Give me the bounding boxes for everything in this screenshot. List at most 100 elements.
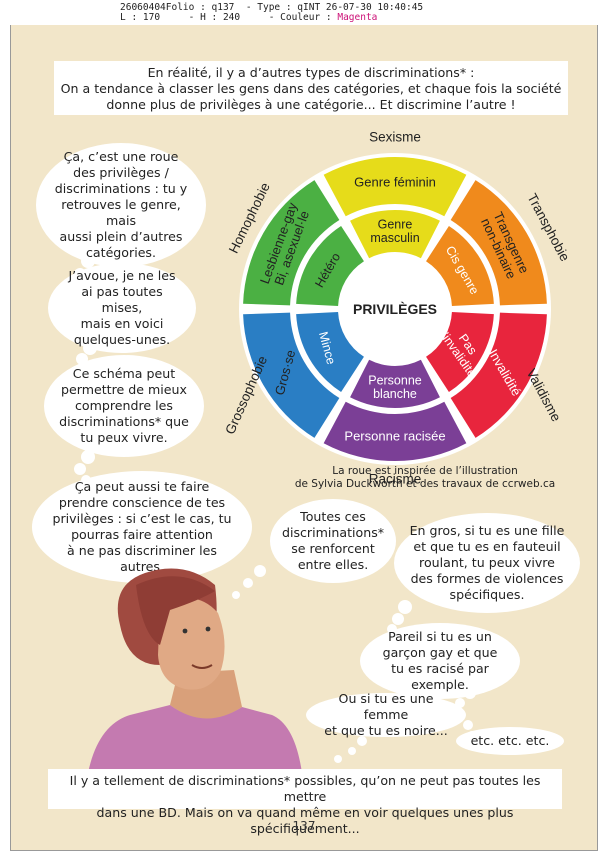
wheel-outer-segment-top-right [450, 180, 547, 306]
character-eye [182, 628, 188, 634]
wheel-outer-segment-bottom [323, 401, 467, 461]
crop-mark [10, 25, 11, 850]
wheel-credit: La roue est inspirée de l’illustration d… [280, 465, 570, 491]
bubble-line: etc. etc. etc. [470, 733, 550, 748]
discrimination-label-bottom: Racisme [369, 472, 422, 487]
comic-page: En réalité, il y a d’autres types de dis… [10, 25, 598, 850]
wheel-center [341, 255, 449, 363]
bubble-line: roulant, tu peux vivre [419, 555, 555, 570]
bubble-line: se renforcent [291, 541, 375, 556]
outer-ring-label-bottom: Personne racisée [344, 429, 445, 444]
credit-line: de Sylvia Duckworth et des travaux de cc… [294, 478, 556, 490]
speech-bubble-pareil: Pareil si tu es un garçon gay et que tu … [360, 623, 520, 699]
bubble-line: discriminations* que [59, 414, 189, 429]
outer-ring-label-top: Genre féminin [354, 175, 436, 190]
bubble-line: garçon gay et que [382, 645, 498, 660]
wheel-inner-segment-right [426, 311, 494, 393]
outer-ring-label-top-line: Genre féminin [354, 175, 436, 190]
wheel-inner-segment-top-left [296, 225, 364, 307]
bubble-line: mais en voici [80, 316, 164, 331]
speech-bubble-en-gros: En gros, si tu es une fille et que tu es… [394, 513, 580, 613]
bubble-line: J’avoue, je ne les [68, 268, 176, 283]
bubble-line: permettre de mieux [61, 382, 187, 397]
bubble-line: discriminations* [281, 525, 385, 540]
bubble-line: autres. [120, 559, 164, 574]
bubble-line: pourras faire attention [71, 527, 213, 542]
bubble-line: Ou si tu es une femme [338, 691, 434, 722]
crop-mark [10, 850, 598, 851]
wheel-inner-segment-top-right [426, 225, 494, 307]
bubble-line: Toutes ces [300, 509, 366, 524]
bubble-line: des privilèges / [73, 165, 169, 180]
discrimination-label-top-line: Sexisme [369, 130, 421, 145]
speech-bubble-femme: Ou si tu es une femme et que tu es noire… [306, 691, 466, 738]
character-mouth [191, 664, 213, 669]
wheel-center-label: PRIVILÈGES [353, 301, 437, 317]
wheel-inner-segment-top [350, 210, 440, 259]
bubble-line: prendre conscience de tes [58, 495, 226, 510]
wheel-outer-segment-left [243, 312, 340, 438]
print-header-line1: 26060404Folio : q137 - Type : qINT 26-07… [120, 2, 424, 13]
intro-caption-line: En réalité, il y a d’autres types de dis… [147, 65, 475, 80]
character-eye [205, 626, 211, 632]
inner-ring-label-top-line: Genre [378, 218, 413, 232]
bubble-line: et que tu es en fauteuil [413, 539, 561, 554]
wheel-inner-segment-bottom [350, 359, 440, 408]
bubble-line: privilèges : si c’est le cas, tu [52, 511, 232, 526]
bubble-line: En gros, si tu es une fille [409, 523, 565, 538]
character-hair-front [136, 576, 215, 645]
speech-bubble-avoue: J’avoue, je ne les ai pas toutes mises, … [48, 263, 196, 353]
intro-caption-line: donne plus de privilèges à une catégorie… [106, 97, 516, 112]
bubble-line: tu es racisé par [391, 661, 489, 676]
inner-ring-label-top-line: masculin [370, 231, 419, 245]
bubble-line: Ça peut aussi te faire [74, 479, 210, 494]
wheel-outer-segment-right [450, 312, 547, 438]
bottom-caption-line: dans une BD. Mais on va quand même en vo… [96, 805, 514, 836]
bubble-line: ai pas toutes mises, [81, 284, 163, 315]
intro-caption: En réalité, il y a d’autres types de dis… [54, 61, 568, 115]
speech-bubble-conscience: Ça peut aussi te faire prendre conscienc… [32, 471, 252, 583]
bubble-line: Ça, c’est une roue [63, 149, 179, 164]
discrimination-label-bottom-line: Racisme [369, 472, 422, 487]
crop-mark [597, 25, 598, 850]
print-header-line2: L : 170 - H : 240 - Couleur : Magenta [120, 13, 377, 23]
bubble-line: à ne pas discriminer les [67, 543, 217, 558]
bottom-caption: Il y a tellement de discriminations* pos… [48, 769, 562, 836]
speech-bubble-schema: Ce schéma peut permettre de mieux compre… [44, 355, 204, 457]
discrimination-label-top: Sexisme [369, 130, 421, 145]
print-header-line2-text: L : 170 - H : 240 - Couleur : [120, 12, 338, 23]
speech-bubble-etc: etc. etc. etc. [456, 727, 564, 755]
credit-line: La roue est inspirée de l’illustration [332, 465, 518, 477]
bubble-line: spécifiques. [449, 587, 525, 602]
wheel-outer-segment-top-left [243, 180, 340, 306]
intro-caption-line: On a tendance à classer les gens dans de… [60, 81, 562, 96]
bubble-line: catégories. [85, 245, 157, 260]
bubble-line: Pareil si tu es un [388, 629, 492, 644]
print-header: 26060404Folio : q137 - Type : qINT 26-07… [0, 0, 600, 24]
bubble-line: quelques-unes. [73, 332, 171, 347]
bubble-line: des formes de violences [410, 571, 564, 586]
bottom-caption-line: Il y a tellement de discriminations* pos… [69, 773, 541, 804]
page-number: 137 [292, 819, 316, 833]
bubble-line: tu peux vivre. [80, 430, 168, 445]
bubble-line: discriminations : tu y [54, 181, 188, 196]
wheel-inner-segment-left [296, 311, 364, 393]
character-illustration [88, 568, 302, 773]
bubble-line: Ce schéma peut [72, 366, 176, 381]
outer-ring-label-bottom-line: Personne racisée [344, 429, 445, 444]
bubble-line: entre elles. [297, 557, 369, 572]
bubble-line: aussi plein d’autres [59, 229, 183, 244]
speech-bubble-roue: Ça, c’est une roue des privilèges / disc… [36, 143, 206, 267]
bubble-line: exemple. [411, 677, 469, 692]
bubble-line: et que tu es noire... [324, 723, 448, 738]
bubble-line: retrouves le genre, mais [61, 197, 181, 228]
wheel-outer-segment-top [323, 157, 467, 217]
inner-ring-label-bottom-line: blanche [373, 387, 417, 401]
bubble-line: comprendre les [75, 398, 173, 413]
inner-ring-label-bottom-line: Personne [368, 374, 422, 388]
print-header-color: Magenta [337, 12, 378, 23]
speech-bubble-toutes: Toutes ces discriminations* se renforcen… [270, 499, 396, 583]
